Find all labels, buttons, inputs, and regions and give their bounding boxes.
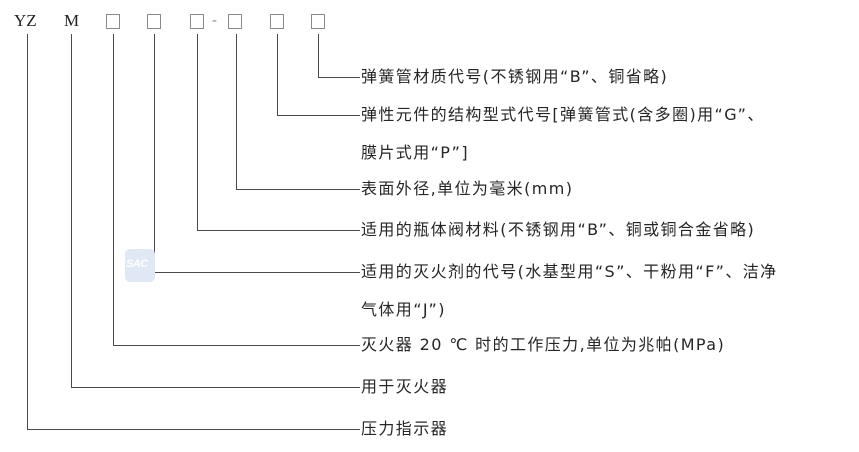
code-separator: - — [212, 12, 217, 29]
label-line: 膜片式用“P”] — [361, 143, 469, 162]
label-working-pressure: 灭火器 20 ℃ 时的工作压力,单位为兆帕(MPa) — [361, 326, 725, 364]
connector-elastic-element — [277, 34, 360, 116]
connector-spring-tube-material — [318, 34, 360, 78]
watermark-text: SAC — [126, 258, 148, 270]
label-line: 气体用“J”) — [361, 300, 446, 319]
label-line: 用于灭火器 — [361, 377, 449, 396]
label-extinguishing-agent-code: 适用的灭火剂的代号(水基型用“S”、干粉用“F”、洁净 气体用“J”) — [361, 253, 778, 329]
connector-valve-material — [197, 34, 360, 231]
label-line: 适用的瓶体阀材料(不锈钢用“B”、铜或铜合金省略) — [361, 220, 756, 239]
label-valve-material: 适用的瓶体阀材料(不锈钢用“B”、铜或铜合金省略) — [361, 211, 755, 249]
code-prefix-yz: YZ — [14, 11, 37, 30]
sac-watermark: SAC — [125, 249, 155, 282]
label-outer-diameter: 表面外径,单位为毫米(mm) — [361, 170, 573, 208]
connector-pressure-indicator — [27, 34, 360, 430]
connector-working-pressure — [113, 34, 360, 346]
code-prefix-m: M — [64, 11, 80, 30]
label-line: 表面外径,单位为毫米(mm) — [361, 179, 574, 198]
placeholder-box-5 — [270, 14, 284, 29]
label-line: 弹簧管材质代号(不锈钢用“B”、铜省略) — [361, 67, 669, 86]
label-for-extinguisher: 用于灭火器 — [361, 368, 448, 406]
placeholder-box-2 — [147, 14, 161, 29]
connector-outer-diameter — [236, 34, 360, 190]
placeholder-box-6 — [311, 14, 325, 29]
label-line: 适用的灭火剂的代号(水基型用“S”、干粉用“F”、洁净 — [361, 262, 778, 281]
placeholder-box-4 — [228, 14, 242, 29]
label-line: 弹性元件的结构型式代号[弹簧管式(含多圈)用“G”、 — [361, 105, 765, 124]
label-spring-tube-material: 弹簧管材质代号(不锈钢用“B”、铜省略) — [361, 58, 668, 96]
connector-for-extinguisher — [71, 34, 360, 388]
label-line: 压力指示器 — [361, 419, 449, 438]
label-line: 灭火器 20 ℃ 时的工作压力,单位为兆帕(MPa) — [361, 335, 726, 354]
placeholder-box-1 — [106, 14, 120, 29]
label-elastic-element-structure: 弹性元件的结构型式代号[弹簧管式(含多圈)用“G”、 膜片式用“P”] — [361, 96, 765, 172]
placeholder-box-3 — [190, 14, 204, 29]
label-pressure-indicator: 压力指示器 — [361, 410, 448, 448]
connector-agent-code — [154, 34, 360, 273]
